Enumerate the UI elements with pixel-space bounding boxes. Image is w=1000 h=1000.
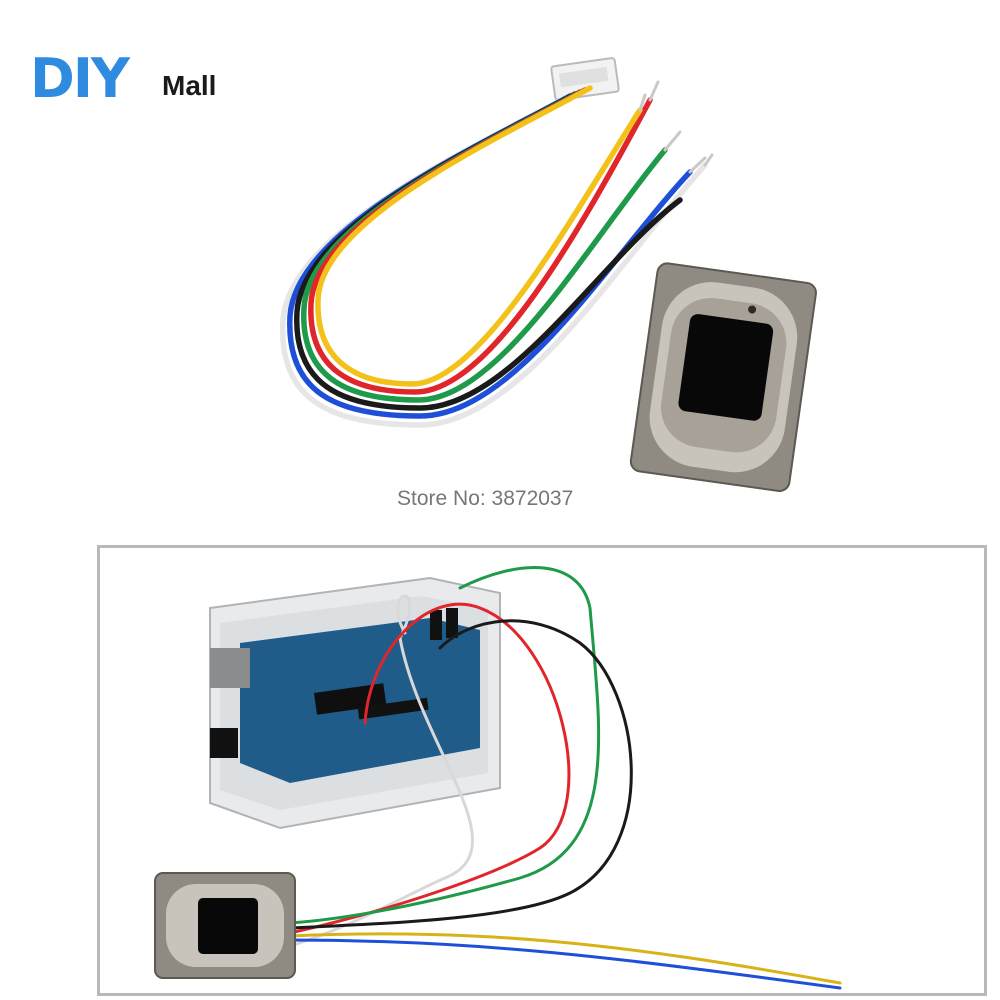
brand-logo: DIY Mall — [30, 52, 250, 112]
acrylic-case-icon — [209, 576, 501, 830]
wire-black — [288, 619, 633, 930]
tinned-ends — [638, 80, 714, 174]
jst-connector-icon — [550, 57, 620, 101]
arduino-wiring-illustration — [154, 566, 842, 990]
wire-green — [288, 566, 601, 925]
fingerprint-sensor-icon — [629, 262, 817, 492]
wire-yellow — [315, 85, 643, 387]
wire-red — [288, 602, 571, 935]
wire-yellow — [288, 932, 842, 985]
wire-white — [288, 594, 474, 948]
small-fingerprint-sensor-icon — [154, 872, 296, 979]
logo-diy-text: DIY — [30, 47, 130, 110]
logo-mall-text: Mall — [162, 70, 217, 101]
cable-and-sensor-illustration — [279, 57, 817, 492]
store-number-label: Store No: 3872037 — [397, 487, 574, 510]
connection-wires — [288, 566, 842, 990]
wiring-photo-frame — [97, 545, 987, 996]
wire-blue — [288, 938, 842, 990]
wire-bundle — [279, 85, 708, 428]
